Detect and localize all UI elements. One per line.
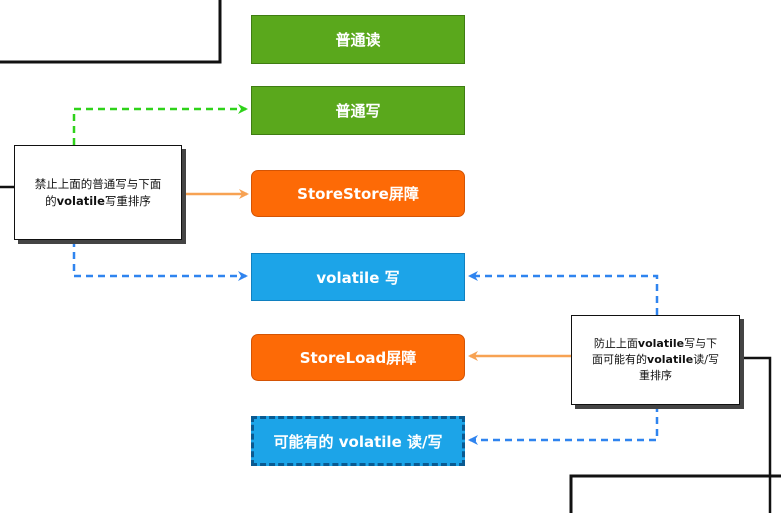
right-note: 防止上面volatile写与下 面可能有的volatile读/写 重排序 — [571, 315, 740, 405]
right-note-line2-suffix: 读/写 — [693, 353, 719, 366]
volatile-write-box: volatile 写 — [251, 253, 465, 301]
left-note-line2-prefix: 的 — [45, 193, 57, 208]
right-note-line1-bold: volatile — [637, 337, 685, 350]
blue-dashed-arrow-right-down — [468, 405, 659, 445]
maybe-volatile-box: 可能有的 volatile 读/写 — [251, 416, 465, 466]
right-note-line2-prefix: 面可能有的 — [592, 353, 648, 366]
right-note-line1-suffix: 写与下 — [684, 337, 718, 350]
right-note-line3: 重排序 — [639, 369, 672, 382]
normal-read-box: 普通读 — [251, 15, 465, 64]
bottom-right-frame-line — [569, 474, 781, 513]
left-note-line2-suffix: 写重排序 — [104, 193, 151, 208]
blue-dashed-arrow-left — [72, 240, 248, 281]
left-note-line1: 禁止上面的普通写与下面 — [34, 176, 162, 191]
top-left-frame-line — [0, 0, 222, 64]
storeload-barrier-box: StoreLoad屏障 — [251, 334, 465, 381]
right-note-text: 防止上面volatile写与下 面可能有的volatile读/写 重排序 — [592, 336, 719, 384]
blue-dashed-arrow-right-up — [468, 271, 659, 315]
right-note-line2-bold: volatile — [647, 353, 694, 366]
left-note-line2-bold: volatile — [56, 193, 105, 208]
right-note-line1-prefix: 防止上面 — [593, 337, 638, 350]
storestore-barrier-box: StoreStore屏障 — [251, 170, 465, 217]
normal-write-box: 普通写 — [251, 86, 465, 135]
green-dashed-arrow — [72, 104, 248, 145]
right-edge-line — [740, 356, 772, 513]
left-note: 禁止上面的普通写与下面 的volatile写重排序 — [14, 145, 182, 240]
left-note-text: 禁止上面的普通写与下面 的volatile写重排序 — [35, 176, 162, 210]
